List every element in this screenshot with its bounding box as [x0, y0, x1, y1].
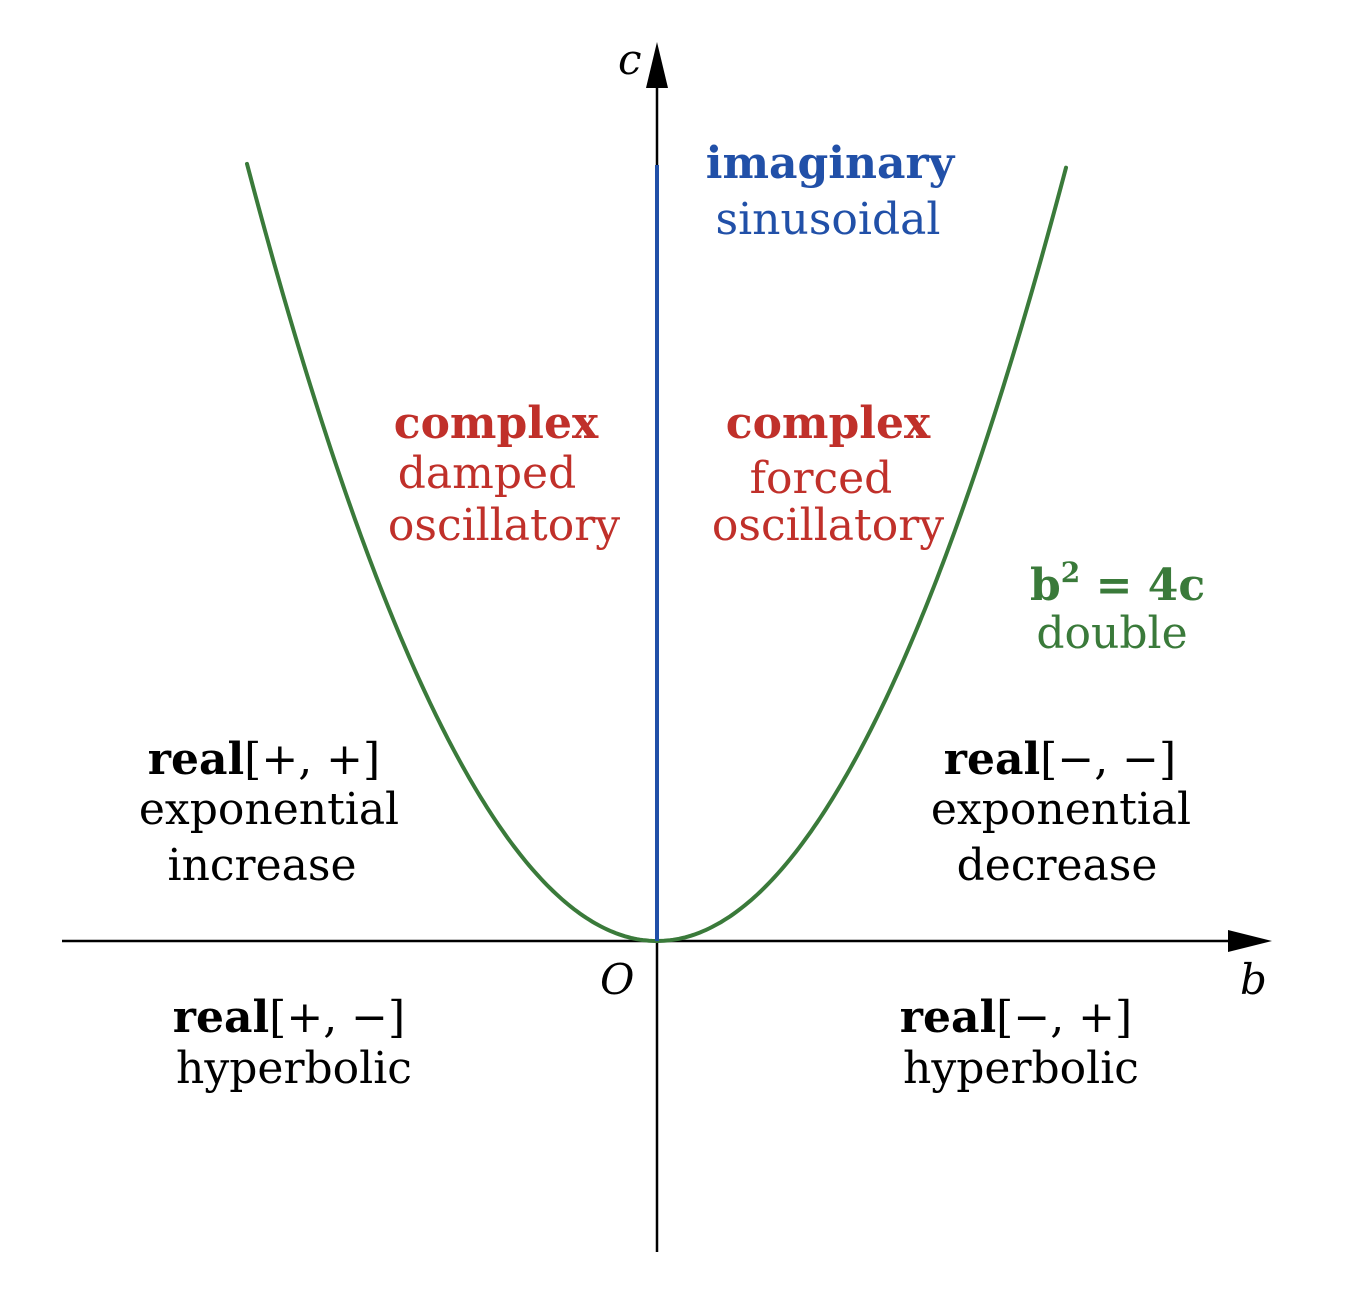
- real-mm-desc2: decrease: [957, 840, 1158, 891]
- double-desc: double: [1036, 608, 1187, 659]
- complex-right-desc1: forced: [750, 453, 893, 504]
- complex-left-desc1: damped: [398, 448, 577, 499]
- complex-right-desc2: oscillatory: [712, 500, 944, 551]
- real-mm-title: real[−, −]: [944, 734, 1176, 785]
- real-pp-label-group: real[+, +] exponential increase: [139, 734, 399, 891]
- b-axis-label: b: [1240, 955, 1267, 1004]
- complex-left-label-group: complex damped oscillatory: [388, 398, 620, 551]
- c-axis-label: c: [618, 35, 642, 84]
- complex-right-label-group: complex forced oscillatory: [712, 398, 944, 551]
- real-pm-label-group: real[+, −] hyperbolic: [173, 992, 412, 1094]
- real-pp-title: real[+, +]: [148, 734, 380, 785]
- real-pp-desc1: exponential: [139, 784, 399, 835]
- c-axis-arrowhead: [646, 42, 668, 88]
- imaginary-label-group: imaginary sinusoidal: [706, 138, 956, 245]
- real-mp-desc1: hyperbolic: [903, 1043, 1139, 1094]
- real-mm-desc1: exponential: [931, 784, 1191, 835]
- imaginary-title: imaginary: [706, 138, 956, 189]
- complex-left-desc2: oscillatory: [388, 500, 620, 551]
- real-pm-desc1: hyperbolic: [176, 1043, 412, 1094]
- double-title: b2 = 4c: [1030, 556, 1205, 611]
- b-axis-arrowhead: [1228, 930, 1272, 952]
- imaginary-desc: sinusoidal: [716, 194, 941, 245]
- double-label-group: b2 = 4c double: [1030, 556, 1205, 659]
- complex-left-title: complex: [394, 398, 599, 449]
- real-pp-desc2: increase: [168, 840, 357, 891]
- real-mp-title: real[−, +]: [900, 992, 1132, 1043]
- real-pm-title: real[+, −]: [173, 992, 405, 1043]
- complex-right-title: complex: [726, 398, 931, 449]
- real-mp-label-group: real[−, +] hyperbolic: [900, 992, 1139, 1094]
- origin-label: O: [600, 955, 634, 1004]
- real-mm-label-group: real[−, −] exponential decrease: [931, 734, 1191, 891]
